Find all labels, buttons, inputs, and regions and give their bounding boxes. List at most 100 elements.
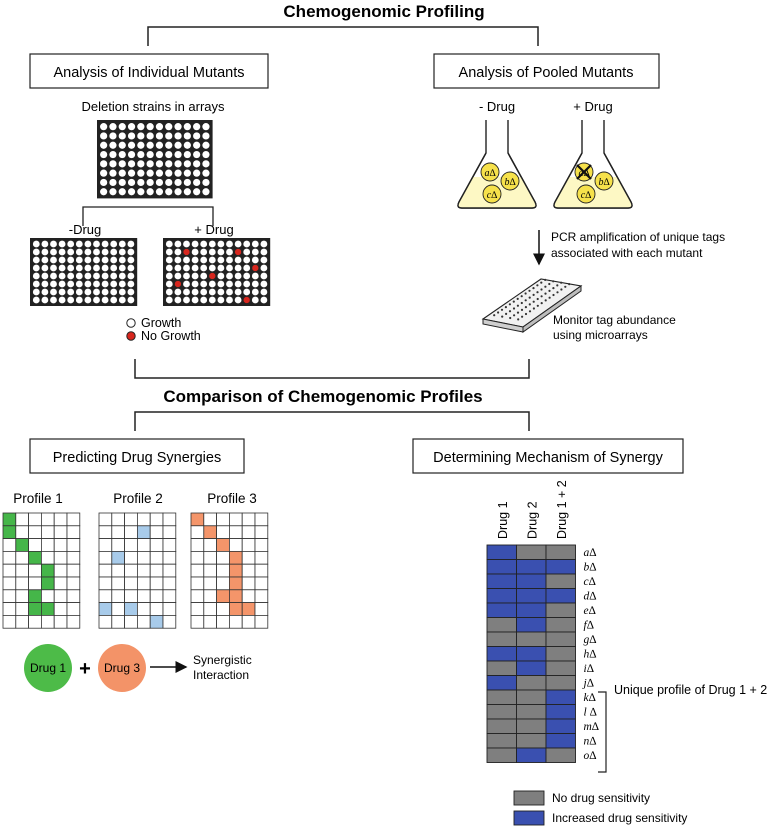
profile-3-cell	[216, 576, 230, 591]
microarray-spot	[544, 278, 547, 281]
growth-well	[110, 264, 118, 272]
growth-well	[118, 280, 126, 288]
profile-3-label: Profile 3	[207, 491, 257, 506]
profile-3-cell	[216, 615, 230, 629]
profile-3-cell	[216, 602, 230, 616]
growth-well	[100, 178, 108, 187]
growth-well	[155, 141, 164, 149]
microarray-spot	[568, 283, 571, 286]
growth-well	[208, 240, 216, 248]
growth-well	[200, 256, 208, 264]
microarray-spot	[504, 306, 507, 309]
profile-1-cell	[28, 525, 42, 539]
growth-well	[243, 256, 251, 264]
growth-well	[174, 169, 182, 177]
profile-3-cell	[241, 615, 256, 629]
profile-3-hit-cell	[190, 512, 205, 527]
increased-sensitivity-cell	[545, 718, 576, 734]
minus-drug-flask: a∆ b∆ c∆	[457, 120, 537, 209]
microarray-spot	[544, 285, 547, 288]
growth-well	[165, 141, 173, 149]
growth-well	[226, 296, 233, 304]
profile-3-cell	[216, 525, 230, 539]
microarray-spot	[524, 299, 527, 302]
growth-well	[118, 150, 126, 159]
profile-3-hit-cell	[228, 563, 243, 578]
growth-well	[165, 123, 173, 131]
microarray-spot	[524, 312, 528, 316]
growth-well	[251, 288, 259, 296]
profile-3-cell	[190, 538, 205, 552]
profile-1-cell	[2, 538, 17, 552]
growth-well	[84, 240, 92, 248]
profile-2-cell	[149, 512, 164, 527]
growth-well	[127, 160, 136, 168]
profile-2-cell	[98, 615, 113, 629]
profile-3-hit-cell	[228, 551, 243, 565]
growth-well	[75, 264, 83, 272]
microarray-spot	[493, 314, 496, 317]
profile-1-cell	[2, 576, 17, 591]
growth-well	[41, 280, 49, 288]
growth-well	[93, 272, 100, 280]
growth-well	[50, 288, 57, 296]
growth-well	[67, 296, 75, 304]
growth-well	[183, 169, 191, 177]
profile-3-hit-cell	[216, 538, 230, 552]
microarray-spot	[540, 295, 543, 298]
growth-well	[191, 272, 199, 280]
profile-2-cell	[136, 589, 151, 603]
growth-well	[127, 256, 135, 264]
profile-1-cell	[2, 602, 17, 616]
growth-well	[109, 150, 117, 159]
growth-well	[202, 178, 210, 187]
plus-drug-right-label: + Drug	[573, 99, 612, 114]
growth-well	[127, 188, 136, 196]
microarray-spot	[556, 284, 559, 287]
profile-1-cell	[53, 602, 68, 616]
growth-well	[118, 272, 126, 280]
top-title-bracket	[147, 26, 539, 46]
growth-well	[110, 280, 118, 288]
growth-well	[118, 123, 126, 131]
growth-well	[118, 169, 126, 177]
growth-well	[234, 256, 242, 264]
growth-well	[58, 296, 66, 304]
microarray-spot	[508, 310, 512, 313]
growth-well	[101, 280, 109, 288]
growth-well	[174, 296, 182, 304]
no-sensitivity-cell	[486, 733, 517, 749]
growth-well	[234, 264, 242, 272]
no-sensitivity-cell	[516, 631, 547, 647]
profile-2-cell	[124, 563, 138, 578]
growth-well	[193, 169, 201, 177]
growth-well	[137, 150, 145, 159]
plate-split-bracket	[82, 206, 214, 226]
growth-well	[200, 288, 208, 296]
microarray-spot	[536, 291, 539, 294]
microarray-spot	[556, 291, 559, 294]
microarray-spot	[513, 314, 516, 317]
growth-well	[58, 240, 66, 248]
profile-3-cell	[254, 563, 269, 578]
profile-2-cell	[111, 602, 126, 616]
growth-well	[58, 256, 66, 264]
growth-well	[93, 296, 100, 304]
profile-2-cell	[162, 512, 177, 527]
growth-well	[110, 240, 118, 248]
profile-1-hit-cell	[28, 551, 42, 565]
growth-well	[208, 248, 216, 256]
profile-2-cell	[162, 525, 177, 539]
drug-column-header: Drug 1	[496, 501, 510, 539]
profile-1-cell	[53, 615, 68, 629]
drug-3-circle	[98, 644, 146, 692]
growth-well	[183, 288, 190, 296]
growth-well	[93, 256, 100, 264]
no-sensitivity-cell	[486, 660, 517, 676]
profile-3-cell	[254, 538, 269, 552]
growth-well	[226, 256, 233, 264]
microarray-spot	[497, 311, 500, 314]
comparison-title: Comparison of Chemogenomic Profiles	[163, 387, 482, 406]
cell-a-minus	[480, 162, 500, 182]
growth-well	[137, 132, 145, 140]
